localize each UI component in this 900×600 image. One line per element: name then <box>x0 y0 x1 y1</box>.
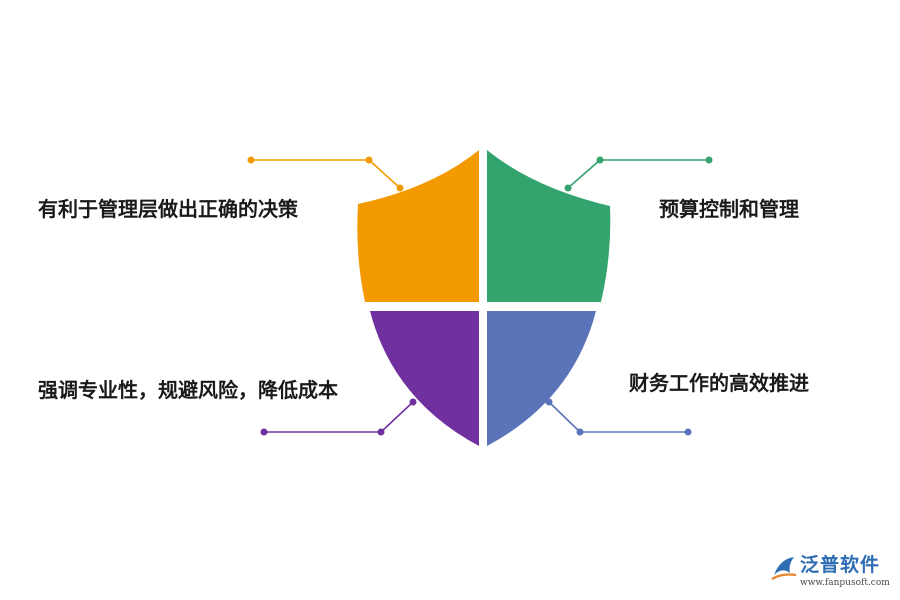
connector-bottom-right <box>545 398 692 436</box>
connector-top-left <box>247 156 404 192</box>
connector-top-right <box>564 156 713 192</box>
logo-mark-icon <box>771 557 797 580</box>
logo-name: 泛普软件 <box>800 554 881 576</box>
connector-bottom-left <box>260 398 417 436</box>
logo-url: www.fanpusoft.com <box>800 578 890 588</box>
shield-segment-bottom-left <box>370 311 479 446</box>
segment-label-bottom-left: 强调专业性，规避风险，降低成本 <box>38 378 338 402</box>
segment-label-bottom-right: 财务工作的高效推进 <box>629 371 809 395</box>
shield-segment-bottom-right <box>487 311 596 446</box>
segment-label-top-left: 有利于管理层做出正确的决策 <box>38 197 298 221</box>
segment-label-top-right: 预算控制和管理 <box>659 197 799 221</box>
brand-logo: 泛普软件 www.fanpusoft.com <box>770 551 892 595</box>
shield-segment-top-left <box>357 150 479 302</box>
shield-segment-top-right <box>487 150 611 302</box>
